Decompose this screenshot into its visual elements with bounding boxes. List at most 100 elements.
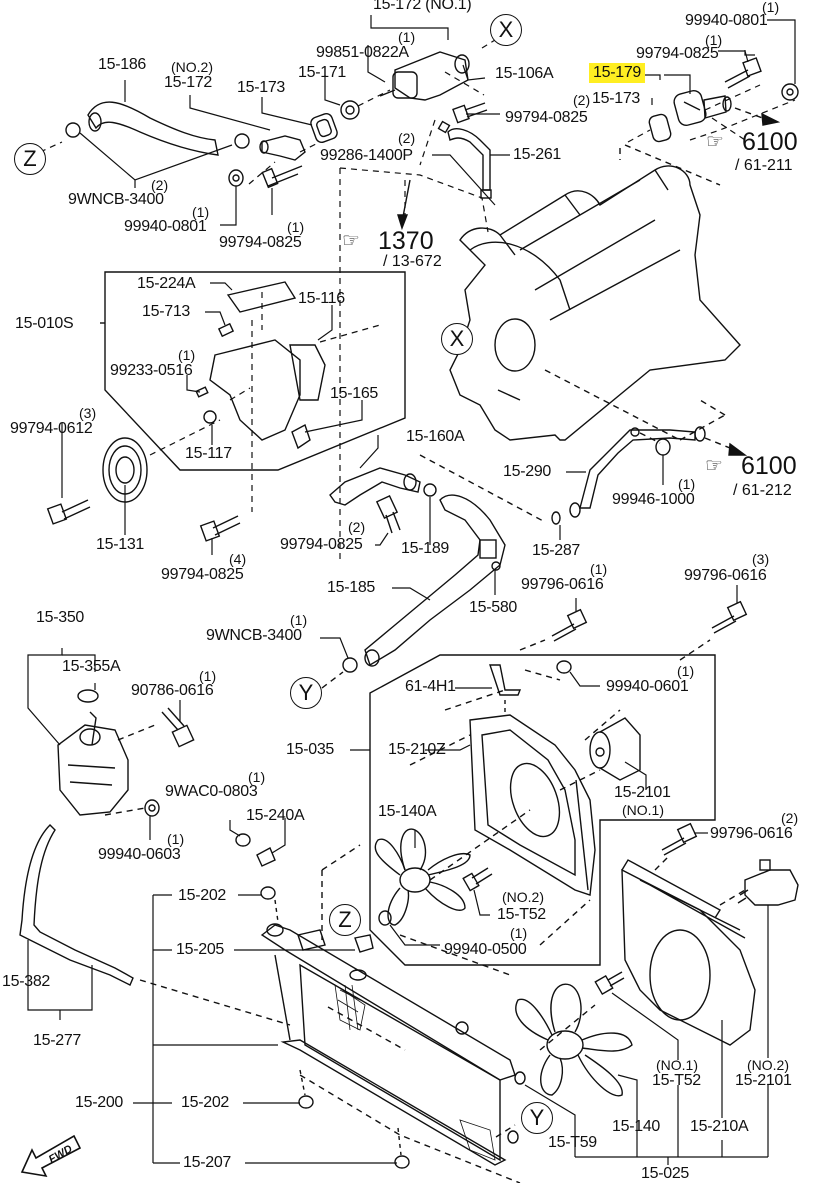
qty-label: (2) [573, 92, 591, 108]
part-label[interactable]: 15-355A [62, 658, 121, 675]
part-label[interactable]: 9WAC0-0803 [165, 783, 258, 800]
part-label[interactable]: 15-382 [2, 973, 51, 990]
fan-assembly-box [369, 654, 716, 966]
part-label[interactable]: 9WNCB-3400 [206, 627, 302, 644]
ref-6100-mid-sub[interactable]: / 61-212 [733, 482, 792, 499]
part-label[interactable]: 99940-0500 [444, 941, 527, 958]
part-label[interactable]: 15-131 [96, 536, 145, 553]
part-label[interactable]: 15-290 [503, 463, 552, 480]
qty-label: (1) [192, 204, 210, 220]
part-label[interactable]: 15-2101 [735, 1072, 792, 1089]
part-label[interactable]: 15-200 [75, 1094, 124, 1111]
part-label[interactable]: 15-116 [298, 290, 345, 307]
qty-label: (1) [677, 663, 695, 679]
qty-label: (2) [781, 810, 799, 826]
part-label[interactable]: 15-277 [33, 1032, 82, 1049]
part-label[interactable]: 15-117 [185, 445, 232, 462]
part-label[interactable]: 15-010S [15, 315, 74, 332]
qty-label: (NO.1) [622, 802, 664, 818]
part-label[interactable]: 99794-0825 [505, 109, 588, 126]
qty-label: (1) [510, 925, 528, 941]
qty-label: (1) [705, 32, 723, 48]
part-label[interactable]: 15-2101 [614, 784, 671, 801]
part-label[interactable]: 15-T52 [652, 1072, 701, 1089]
part-label[interactable]: 15-287 [532, 542, 581, 559]
fan-blade-no2 [515, 983, 633, 1097]
qty-label: (1) [762, 0, 780, 15]
part-label[interactable]: 15-173 [592, 90, 641, 107]
ref-6100-mid-main[interactable]: 6100 [741, 452, 797, 480]
part-label[interactable]: 15-240A [246, 807, 305, 824]
part-label[interactable]: 15-189 [401, 540, 450, 557]
part-label[interactable]: 15-172 [164, 74, 213, 91]
part-label[interactable]: 99796-0616 [710, 825, 793, 842]
part-label[interactable]: 15-T52 [497, 906, 546, 923]
callout-y-hose: Y [290, 677, 322, 709]
part-label[interactable]: 15-025 [641, 1165, 690, 1182]
part-label[interactable]: 15-202 [178, 887, 227, 904]
part-label[interactable]: 99233-0516 [110, 362, 193, 379]
part-label[interactable]: 99796-0616 [521, 576, 604, 593]
part-label[interactable]: 15-261 [513, 146, 562, 163]
part-label[interactable]: 99851-0822A [316, 44, 409, 61]
coolant-reservoir [57, 689, 129, 816]
part-label[interactable]: 15-713 [142, 303, 191, 320]
engine-block [449, 165, 741, 441]
water-pump [195, 281, 326, 450]
qty-label: (1) [167, 831, 185, 847]
qty-label: (NO.2) [747, 1057, 789, 1073]
callout-z-radiator: Z [329, 904, 361, 936]
part-label[interactable]: 99794-0825 [280, 536, 363, 553]
part-label[interactable]: 15-580 [469, 599, 518, 616]
part-label[interactable]: 99794-0612 [10, 420, 93, 437]
part-label[interactable]: 61-4H1 [405, 678, 456, 695]
part-label[interactable]: 15-210A [690, 1118, 749, 1135]
part-label[interactable]: 99286-1400P [320, 147, 413, 164]
part-label[interactable]: 99940-0801 [685, 12, 768, 29]
part-label[interactable]: 99794-0825 [636, 45, 719, 62]
part-label[interactable]: 15-185 [327, 579, 376, 596]
part-label[interactable]: 99946-1000 [612, 491, 695, 508]
part-label[interactable]: 15-140 [612, 1118, 661, 1135]
part-label[interactable]: 15-350 [36, 609, 85, 626]
part-label[interactable]: 99940-0801 [124, 218, 207, 235]
qty-label: (1) [590, 561, 608, 577]
ref-1370-sub[interactable]: / 13-672 [383, 253, 442, 270]
part-label[interactable]: 15-035 [286, 741, 335, 758]
part-label[interactable]: 15-165 [330, 385, 379, 402]
part-label[interactable]: 15-140A [378, 803, 437, 820]
part-label[interactable]: 15-205 [176, 941, 225, 958]
qty-label: (2) [151, 177, 169, 193]
part-label[interactable]: 15-171 [298, 64, 347, 81]
part-label[interactable]: 99940-0601 [606, 678, 689, 695]
ref-1370-main[interactable]: 1370 [378, 227, 434, 255]
qty-label: (1) [290, 612, 308, 628]
part-label[interactable]: 99794-0825 [219, 234, 302, 251]
part-label[interactable]: 15-160A [406, 428, 465, 445]
part-label[interactable]: 15-210Z [388, 741, 446, 758]
qty-label: (NO.2) [502, 889, 544, 905]
part-label[interactable]: 99794-0825 [161, 566, 244, 583]
part-label[interactable]: 15-202 [181, 1094, 230, 1111]
qty-label: (3) [752, 551, 770, 567]
fan-blade-no1 [374, 828, 471, 926]
part-label[interactable]: 15-224A [137, 275, 196, 292]
part-label[interactable]: 90786-0616 [131, 682, 214, 699]
part-label[interactable]: 99940-0603 [98, 846, 181, 863]
upper-hose [87, 101, 219, 156]
coolant-outlet-15-179 [673, 90, 732, 126]
part-label[interactable]: 9WNCB-3400 [68, 191, 164, 208]
pointing-hand-icon: ☞ [705, 455, 723, 477]
ref-6100-top-sub[interactable]: / 61-211 [735, 157, 793, 174]
ref-6100-top-main[interactable]: 6100 [742, 128, 798, 156]
part-label-highlighted[interactable]: 15-179 [589, 63, 646, 83]
part-label[interactable]: 15-173 [237, 79, 286, 96]
part-label[interactable]: 15-T59 [548, 1134, 597, 1151]
qty-label: (NO.2) [171, 59, 213, 75]
callout-x-top: X [490, 14, 522, 46]
part-label[interactable]: 15-172 (NO.1) [373, 0, 472, 13]
part-label[interactable]: 15-207 [183, 1154, 232, 1171]
part-label[interactable]: 15-186 [98, 56, 147, 73]
part-label[interactable]: 99796-0616 [684, 567, 767, 584]
part-label[interactable]: 15-106A [495, 65, 554, 82]
